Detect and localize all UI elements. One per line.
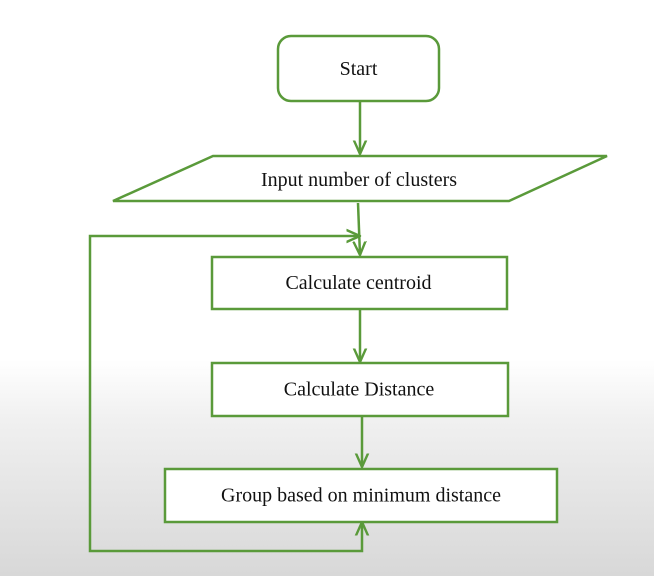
node-start: Start <box>276 34 441 103</box>
node-start-shape <box>276 34 441 103</box>
edge-loop-back <box>88 236 362 553</box>
node-centroid: Calculate centroid <box>210 255 509 311</box>
node-input: Input number of clusters <box>112 154 608 203</box>
node-group-shape <box>163 467 559 524</box>
node-distance: Calculate Distance <box>210 361 510 418</box>
node-group-label: Group based on minimum distance <box>221 485 501 507</box>
node-input-label: Input number of clusters <box>261 169 457 191</box>
node-start-label: Start <box>340 58 378 80</box>
node-group: Group based on minimum distance <box>163 467 559 524</box>
node-distance-shape <box>210 361 510 418</box>
edges <box>88 101 362 553</box>
node-centroid-shape <box>210 255 509 311</box>
edge-input-to-centroid <box>358 202 360 255</box>
node-input-shape <box>112 154 608 203</box>
node-distance-label: Calculate Distance <box>284 379 435 401</box>
node-centroid-label: Calculate centroid <box>285 272 431 294</box>
